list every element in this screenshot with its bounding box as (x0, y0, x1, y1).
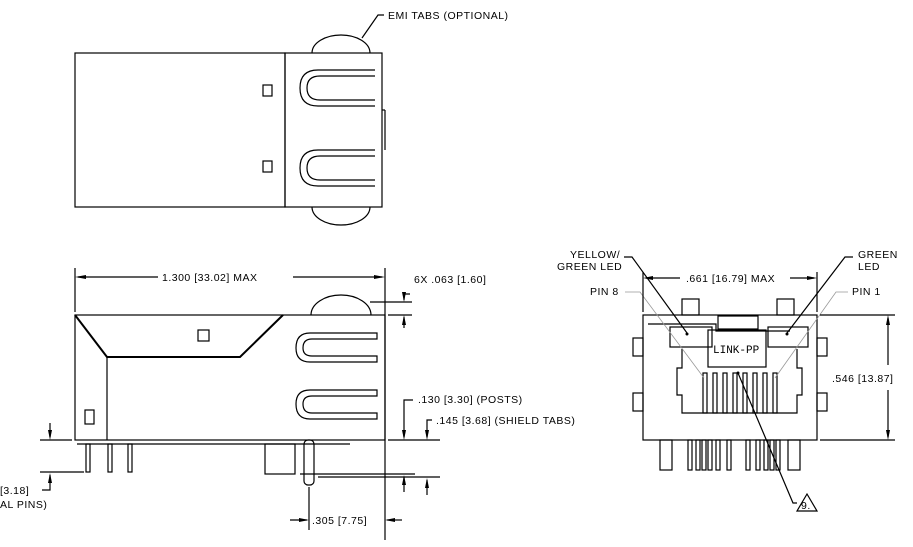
pin-8-label: PIN 8 (590, 286, 619, 298)
shield-tab (303, 439, 315, 486)
emi-tabs-label: EMI TABS (OPTIONAL) (388, 10, 509, 22)
top-front (284, 52, 383, 208)
post (264, 443, 296, 475)
shield-bevel (74, 314, 284, 358)
side-body (74, 314, 386, 441)
emi-tab (310, 294, 372, 316)
shield-spring (295, 389, 378, 420)
front-view: LINK-PP YELLOW/ GREEN LED GREEN LED PIN … (557, 249, 898, 512)
top-body (74, 52, 286, 208)
note-triangle (795, 492, 819, 512)
signal-pin (127, 443, 133, 473)
height-dimension: .546 [13.87] (832, 373, 893, 385)
posts-dimension: .130 [3.30] (POSTS) (418, 394, 523, 406)
brand-logo: LINK-PP (713, 345, 760, 357)
top-view: EMI TABS (OPTIONAL) (74, 10, 509, 226)
signal-pin (85, 443, 91, 473)
yellow-green-led-label-2: GREEN LED (557, 261, 622, 273)
logo-area (707, 329, 767, 368)
emi-tab-bottom (311, 206, 371, 226)
rj45-opening (676, 349, 803, 414)
signal-pin (107, 443, 113, 473)
square-mark (262, 84, 273, 97)
green-led-label: GREEN (858, 249, 898, 261)
shield-tabs-dimension: .145 [3.68] (SHIELD TABS) (436, 415, 575, 427)
green-led-label-2: LED (858, 261, 880, 273)
side-view: 1.300 [33.02] MAX 6X .063 [1.60] .130 [3… (0, 268, 575, 540)
length-dimension: 1.300 [33.02] MAX (162, 272, 257, 284)
square-mark (197, 329, 210, 342)
yellow-green-led (669, 326, 713, 348)
square-mark (262, 160, 273, 173)
note-callout: 9. (801, 500, 811, 512)
shield-spring (295, 332, 378, 363)
post-offset-dimension: .305 [7.75] (312, 515, 367, 527)
green-led (767, 326, 809, 348)
emi-tab-dimension: 6X .063 [1.60] (414, 274, 486, 286)
front-body (642, 314, 818, 441)
square-mark (84, 409, 95, 425)
emi-tab-top (311, 34, 371, 54)
shield-spring (299, 149, 375, 187)
yellow-green-led-label: YELLOW/ (570, 249, 620, 261)
shield-spring (299, 69, 375, 107)
width-dimension: .661 [16.79] MAX (686, 273, 775, 285)
pin-1-label: PIN 1 (852, 286, 881, 298)
signal-pins-dimension: [3.18] (0, 485, 29, 497)
bottom-pins (659, 439, 801, 471)
signal-pins-dimension-note: AL PINS) (0, 499, 47, 511)
